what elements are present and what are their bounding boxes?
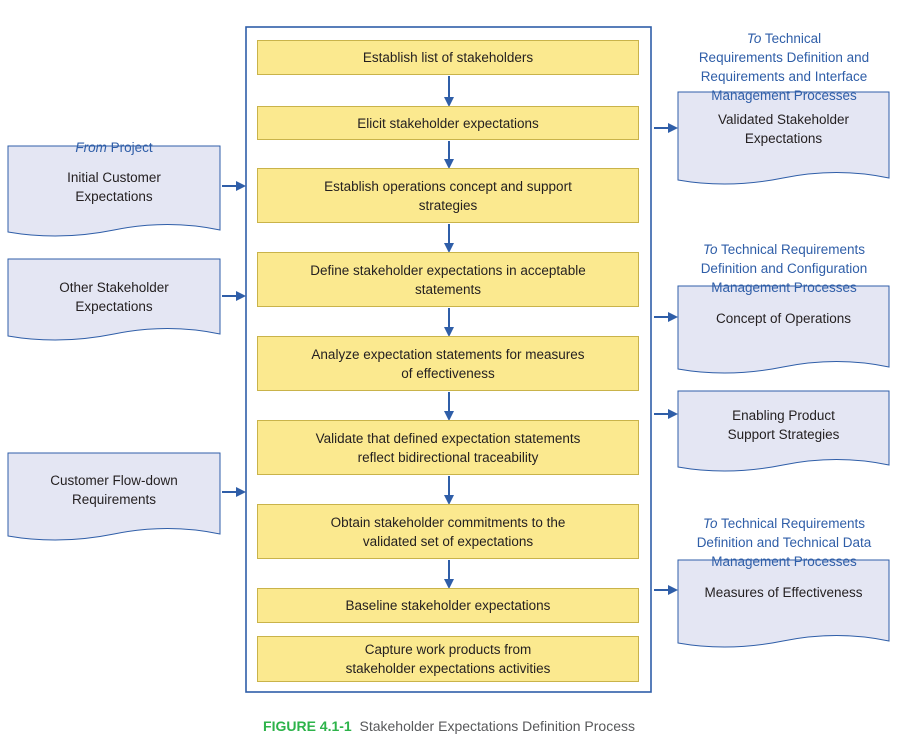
process-step: Analyze expectation statements for measu… [257, 336, 639, 391]
input-document-label: Initial Customer Expectations [67, 170, 161, 204]
output-document-shape [677, 390, 890, 472]
input-document-shape [7, 452, 221, 541]
output-document-label: Concept of Operations [715, 310, 852, 326]
input-document: Other Stakeholder Expectations [8, 270, 220, 324]
input-document: Customer Flow-down Requirements [8, 463, 220, 517]
process-step-label: Establish list of stakeholders [362, 50, 534, 65]
process-frame [245, 26, 652, 693]
process-step: Elicit stakeholder expectations [257, 106, 639, 140]
input-document: Initial Customer Expectations [8, 160, 220, 214]
output-document-shape [677, 559, 890, 648]
process-step: Capture work products from stakeholder e… [257, 636, 639, 682]
process-step: Establish list of stakeholders [257, 40, 639, 75]
input-document-label: Customer Flow-down Requirements [50, 473, 178, 507]
process-step: Establish operations concept and support… [257, 168, 639, 223]
process-step: Define stakeholder expectations in accep… [257, 252, 639, 307]
process-step-label: Elicit stakeholder expectations [357, 115, 539, 131]
input-document-label: Other Stakeholder Expectations [59, 280, 169, 314]
output-document-label: Validated Stakeholder Expectations [717, 112, 850, 146]
output-document-label: Enabling Product Support Strategies [727, 408, 840, 442]
output-document-shape [677, 91, 890, 185]
inputs-source-label: From Project [75, 140, 153, 155]
output-document-shape [677, 285, 890, 374]
process-step-label: Analyze expectation statements for measu… [311, 346, 585, 381]
figure-number: FIGURE 4.1-1 [263, 718, 352, 734]
output-document: Enabling Product Support Strategies [678, 398, 889, 452]
process-step-label: Baseline stakeholder expectations [345, 598, 551, 613]
process-step-label: Establish operations concept and support… [324, 178, 572, 213]
figure-title: Stakeholder Expectations Definition Proc… [359, 718, 635, 734]
process-step-label: Define stakeholder expectations in accep… [310, 262, 586, 297]
process-step-label: Obtain stakeholder commitments to the va… [330, 514, 566, 549]
output-document-label: Measures of Effectiveness [704, 584, 863, 600]
process-step: Validate that defined expectation statem… [257, 420, 639, 475]
output-destination-label: To Technical Requirements Definition and… [696, 516, 872, 569]
input-document-shape [7, 145, 221, 237]
figure-caption: FIGURE 4.1-1 Stakeholder Expectations De… [0, 718, 898, 734]
process-step-label: Validate that defined expectation statem… [315, 430, 581, 465]
output-document: Measures of Effectiveness [678, 572, 889, 612]
process-step-label: Capture work products from stakeholder e… [345, 642, 551, 676]
output-destination-label: To Technical Requirements Definition and… [700, 242, 868, 295]
output-document: Concept of Operations [678, 298, 889, 338]
output-destination-label: To Technical Requirements Definition and… [698, 31, 870, 103]
input-document-shape [7, 258, 221, 341]
process-step: Obtain stakeholder commitments to the va… [257, 504, 639, 559]
output-document: Validated Stakeholder Expectations [678, 102, 889, 156]
process-step: Baseline stakeholder expectations [257, 588, 639, 623]
